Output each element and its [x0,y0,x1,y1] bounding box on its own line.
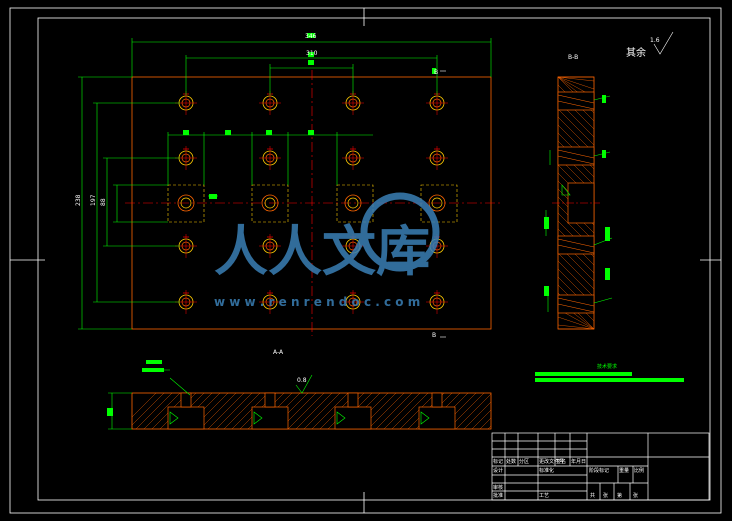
hole [344,194,362,212]
roughness-symbol [653,31,674,55]
hole [342,234,364,258]
hole [259,290,281,314]
title-block-cell: 更改文件号 [539,458,564,465]
title-block-cell: 标准化 [539,467,554,474]
title-block-cell: 重量 [619,467,629,474]
dim-height2: 197 [90,194,97,206]
title-block-cell: 处数 [506,458,516,465]
title-block-cell: 比例 [634,467,644,474]
dim-inner-width: 310 [306,50,318,57]
plan-view: 346 310 238 197 88 B B A-A [75,33,500,356]
dim-height: 238 [75,194,82,206]
title-block-cell: 标记 [493,458,503,465]
title-block-cell: 第 [617,492,622,499]
hole [259,146,281,170]
title-block-cell: 设计 [493,467,503,474]
hole [177,194,195,212]
title-block-cell: 张 [633,492,638,499]
dim-overall-width: 346 [305,33,317,40]
title-block-labels: 标记处数分区 更改文件号签名年月日设计 标准化 阶段标记 重量比例审核工艺 批准 共 张 第 张 [493,458,644,499]
roughness-mid: 0.8 [297,377,307,384]
title-block-cell: 批准 [493,492,503,499]
dimensions [78,38,492,330]
watermark: 人人文库 w w w . r e n r e n d o c . c o m [214,192,440,309]
hole [342,290,364,314]
hole [261,194,279,212]
title-block-cell: 工艺 [539,493,549,499]
roughness-note: 其余 [626,46,646,59]
section-tag-b-bottom: B [432,332,436,339]
title-block-cell: 审核 [493,484,503,491]
section-tag-b-top: B [434,69,438,76]
hole [426,290,448,314]
watermark-url: w w w . r e n r e n d o c . c o m [214,295,420,309]
title-block-cell: 分区 [519,458,529,465]
title-block-cell: 年月日 [571,458,586,465]
title-block-cell: 共 [590,492,595,499]
dim-height3: 88 [100,198,107,206]
tech-requirements: 技术要求 [597,363,617,370]
title-block [491,432,710,501]
roughness-value: 1.6 [650,37,660,44]
title-block-cell: 阶段标记 [589,467,609,474]
watermark-cn: 人人文库 [214,220,430,283]
dimension-marks [183,33,436,199]
hole [426,146,448,170]
hole [428,194,446,212]
section-label-aa: A-A [273,349,284,356]
hole [342,146,364,170]
drawing-frame [9,7,722,514]
section-label-bb: B-B [568,54,578,61]
section-view-aa: 0.8 [107,360,492,430]
hole [259,234,281,258]
title-block-cell: 签名 [556,458,566,465]
title-block-cell: 张 [603,492,608,499]
section-view-bb: B-B [535,31,684,382]
